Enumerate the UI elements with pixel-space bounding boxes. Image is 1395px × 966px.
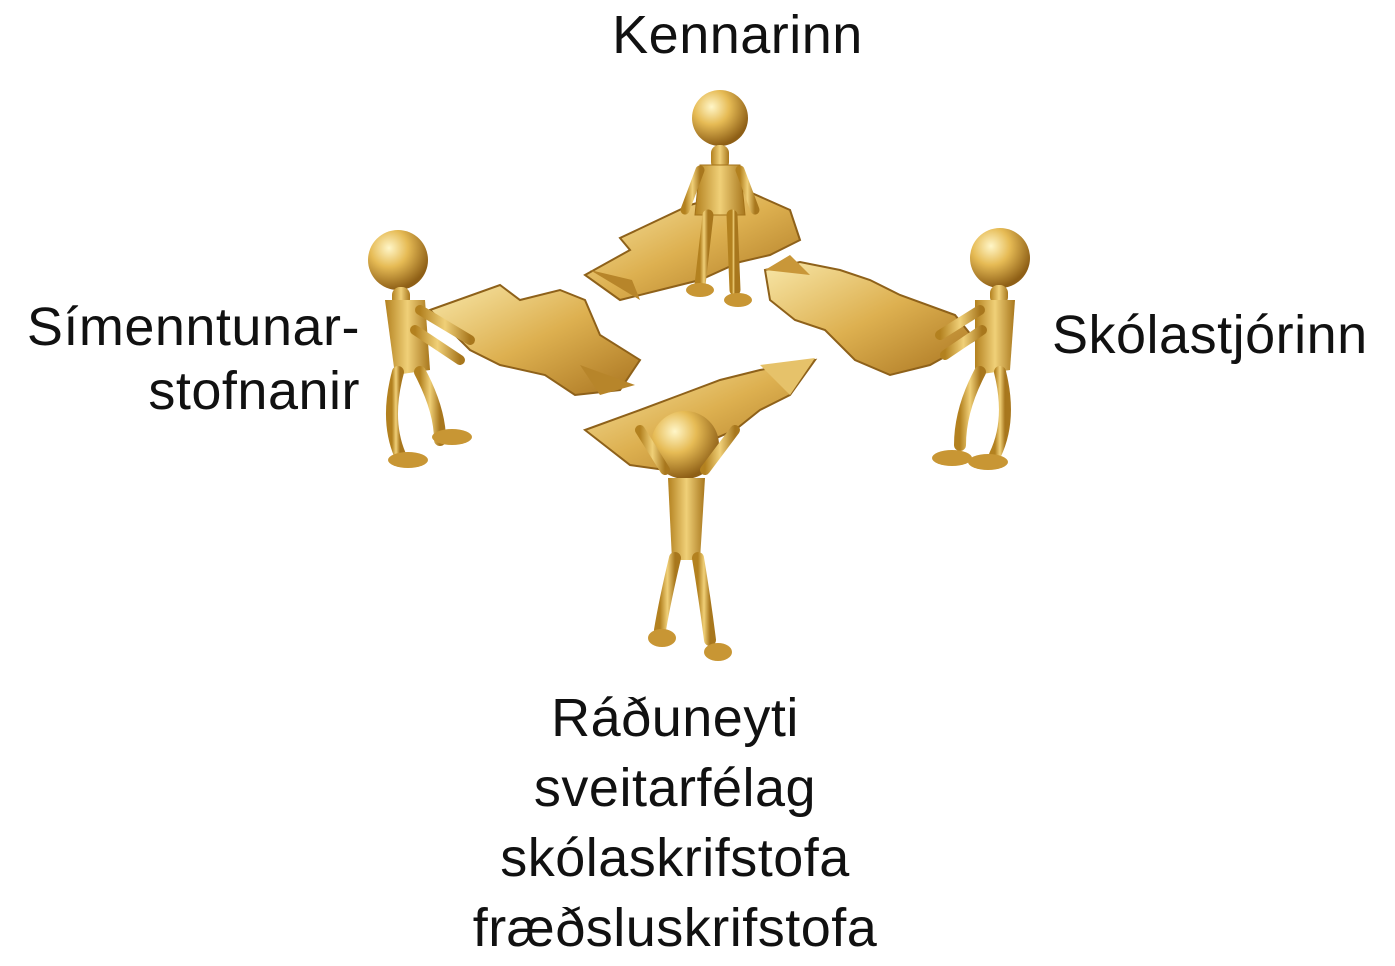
label-left-line-1: Símenntunar- xyxy=(10,295,360,359)
left-figure xyxy=(368,230,472,468)
label-bottom-line-1: Ráðuneyti xyxy=(420,683,930,753)
label-bottom-line-3: skólaskrifstofa xyxy=(420,823,930,893)
label-skolastjorinn: Skólastjórinn xyxy=(1052,308,1368,362)
label-left-line-2: stofnanir xyxy=(10,359,360,423)
label-raduneyti-group: Ráðuneyti sveitarfélag skólaskrifstofa f… xyxy=(420,683,930,963)
right-figure xyxy=(932,228,1030,470)
label-bottom-line-2: sveitarfélag xyxy=(420,753,930,823)
label-bottom-line-4: fræðsluskrifstofa xyxy=(420,893,930,963)
label-simenntunarstofnanir: Símenntunar- stofnanir xyxy=(10,295,360,423)
bottom-figure xyxy=(640,411,735,661)
label-kennarinn: Kennarinn xyxy=(0,8,1395,62)
